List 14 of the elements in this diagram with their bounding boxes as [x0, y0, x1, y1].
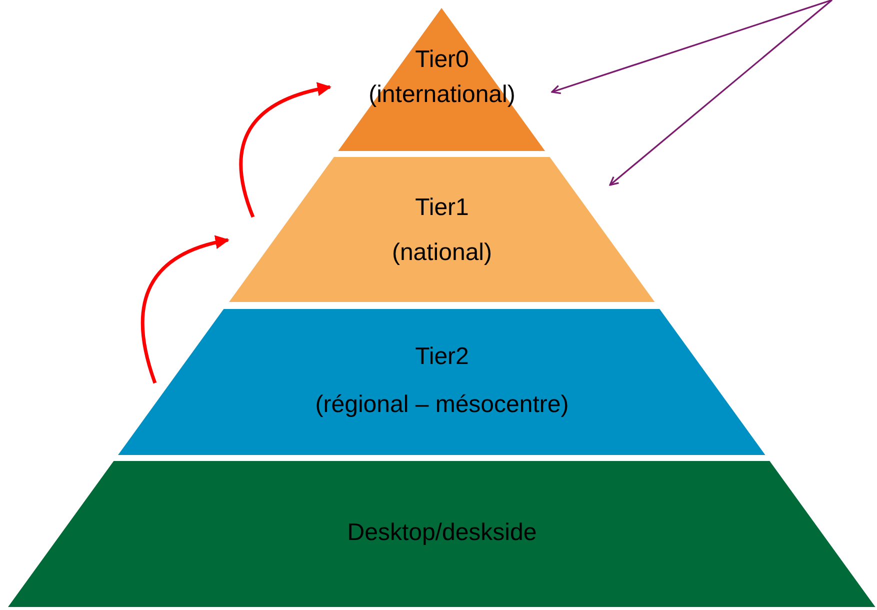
- tier-label: Tier0: [415, 48, 469, 72]
- pyramid-tier: [338, 8, 546, 151]
- arrow: [551, 0, 832, 94]
- arrow: [609, 0, 833, 186]
- tier-label: Tier1: [415, 196, 469, 220]
- pyramid-tier: [229, 157, 655, 302]
- tier-label: Tier2: [415, 345, 469, 369]
- arrow: [239, 82, 332, 218]
- tier-label: (national): [392, 241, 492, 265]
- tier-label: (régional – mésocentre): [315, 393, 569, 417]
- arrow: [140, 236, 230, 384]
- tier-label: Desktop/deskside: [347, 521, 537, 545]
- pyramid-tier: [118, 309, 766, 455]
- pyramid-tier: [8, 461, 876, 607]
